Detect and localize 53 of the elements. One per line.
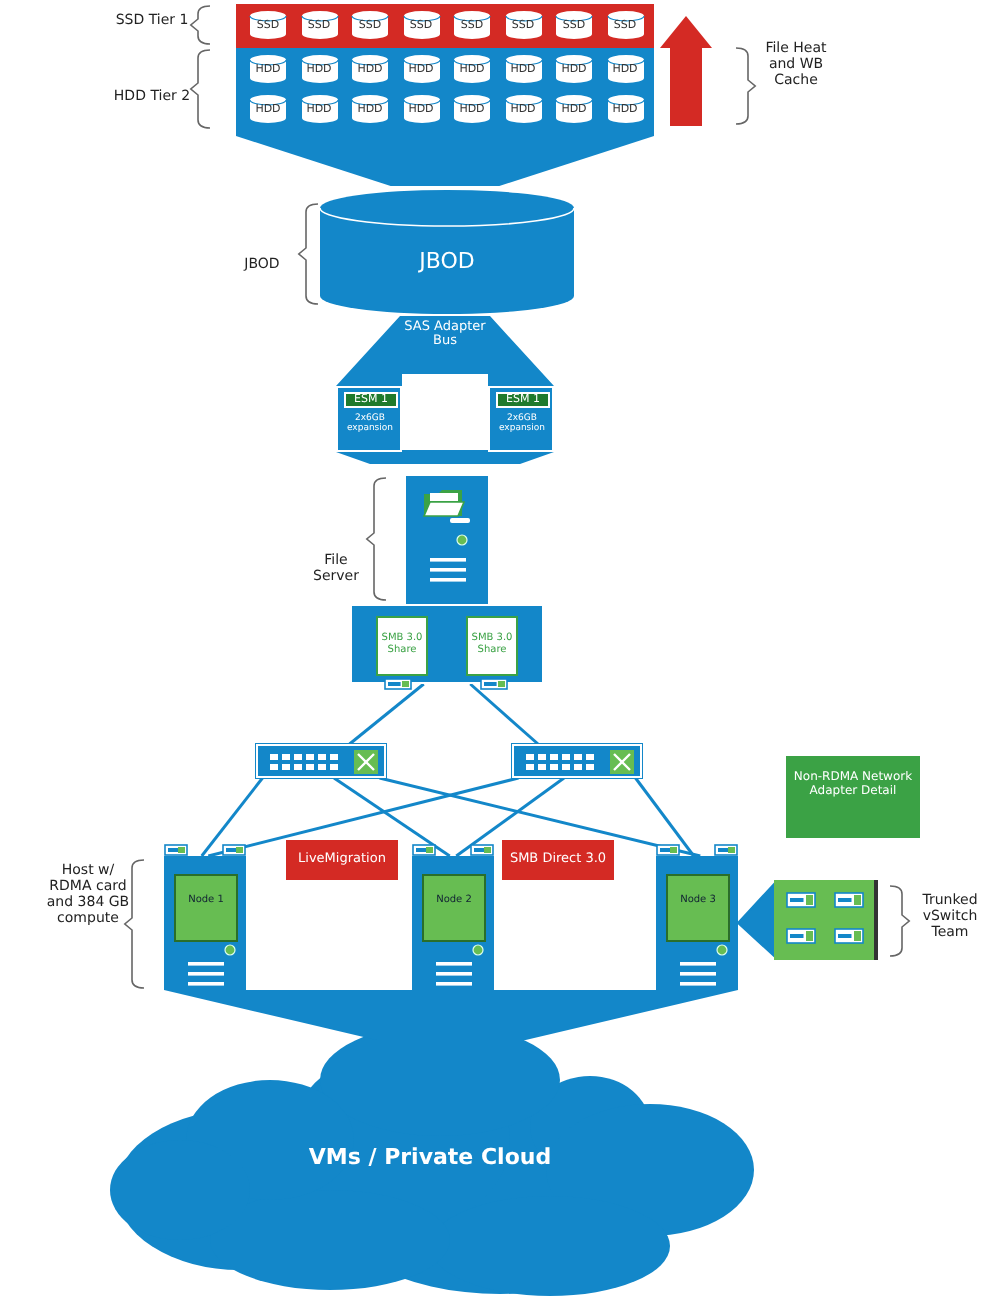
node-label: JBOD xyxy=(416,250,477,275)
node-label: VMs / Private Cloud xyxy=(306,1146,554,1171)
disk-cylinder xyxy=(605,94,645,124)
share-box xyxy=(466,616,518,676)
network-switch xyxy=(512,744,642,778)
expansion-module xyxy=(488,386,554,452)
disk-cylinder xyxy=(248,54,288,84)
disk-cylinder xyxy=(554,94,594,124)
label-box xyxy=(502,840,614,880)
disk-cylinder xyxy=(350,10,390,40)
disk-cylinder xyxy=(503,10,543,40)
block-arrow xyxy=(660,16,712,126)
connector-line xyxy=(379,776,701,858)
connector-line xyxy=(333,776,451,858)
disk-cylinder xyxy=(554,10,594,40)
connector-line xyxy=(455,776,565,858)
expansion-module xyxy=(336,386,402,452)
disk-cylinder xyxy=(248,94,288,124)
nic-team-box xyxy=(774,880,878,960)
disk-cylinder xyxy=(605,54,645,84)
file-server-tower xyxy=(406,476,488,604)
label-box xyxy=(786,756,920,838)
share-panel xyxy=(350,604,544,684)
disk-cylinder xyxy=(299,54,339,84)
callout-wedge xyxy=(736,881,775,959)
label-box xyxy=(286,840,398,880)
disk-cylinder xyxy=(401,10,441,40)
hdd-tier-band xyxy=(236,48,654,136)
disk-cylinder xyxy=(350,94,390,124)
node-box xyxy=(174,874,238,942)
ssd-tier-band xyxy=(236,4,654,48)
disk-cylinder xyxy=(299,10,339,40)
disk-cylinder xyxy=(401,54,441,84)
connector-line xyxy=(348,682,425,746)
disk-cylinder xyxy=(401,94,441,124)
connector-line xyxy=(634,777,695,857)
disk-cylinder xyxy=(452,10,492,40)
node-box xyxy=(422,874,486,942)
disk-cylinder xyxy=(452,54,492,84)
node-box xyxy=(666,874,730,942)
disk-cylinder xyxy=(503,94,543,124)
network-switch xyxy=(256,744,386,778)
connector-line xyxy=(469,682,539,746)
disk-cylinder xyxy=(299,94,339,124)
connector-line xyxy=(207,776,519,858)
share-box xyxy=(376,616,428,676)
disk-cylinder xyxy=(605,10,645,40)
disk-cylinder xyxy=(452,94,492,124)
disk-cylinder xyxy=(248,10,288,40)
connector-line xyxy=(200,777,264,857)
disk-cylinder xyxy=(554,54,594,84)
disk-cylinder xyxy=(350,54,390,84)
disk-cylinder xyxy=(503,54,543,84)
